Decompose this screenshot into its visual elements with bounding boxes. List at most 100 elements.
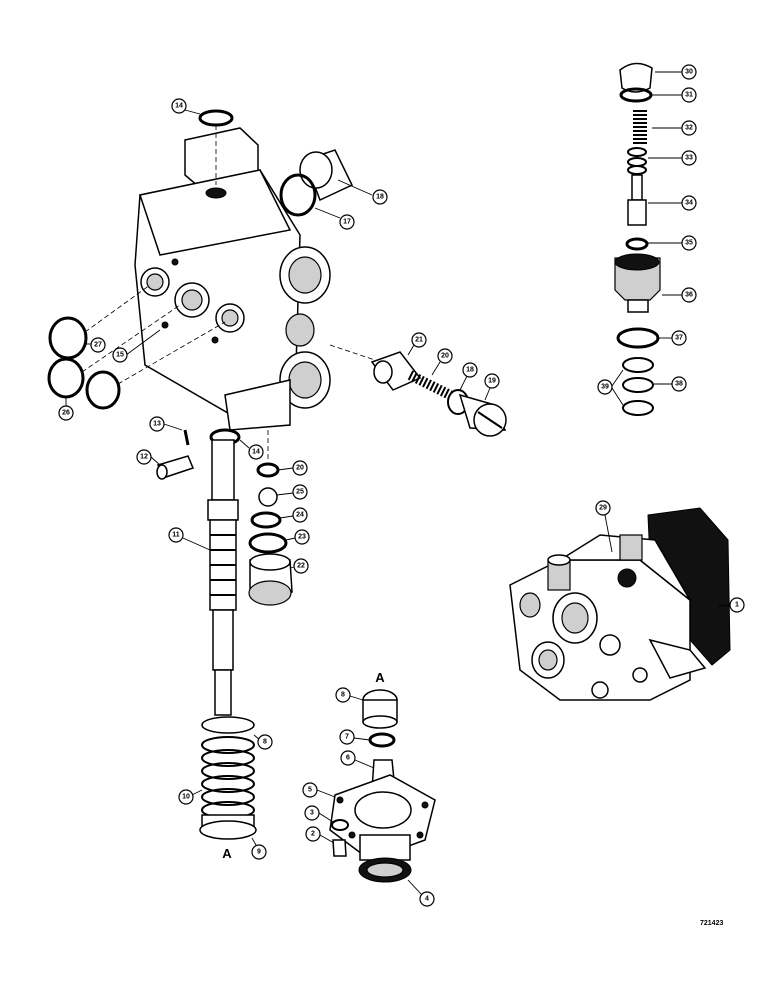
o-ring-left-3 (85, 370, 121, 410)
o-ring-left-1 (48, 316, 88, 360)
assembled-valve-view (509, 507, 731, 701)
callout-circle (168, 527, 184, 543)
callout-circle (681, 87, 697, 103)
callout-label: 38 (675, 381, 683, 388)
callout-label: 24 (296, 512, 304, 519)
callout-circle (178, 789, 194, 805)
callout-label: 23 (298, 534, 306, 541)
callout-circle (90, 337, 106, 353)
callout-label: 15 (116, 352, 124, 359)
plug-16-assembly (279, 149, 354, 217)
callout-label: 7 (345, 734, 349, 741)
callout-circle (484, 373, 500, 389)
callout-circle (136, 449, 152, 465)
callout-label: 37 (675, 335, 683, 342)
callout-label: 3 (310, 810, 314, 817)
callout-circle (681, 150, 697, 166)
callout-circle (58, 405, 74, 421)
callout-label: 39 (601, 384, 609, 391)
callout-circle (340, 750, 356, 766)
callout-circle (292, 507, 308, 523)
callout-label: 13 (153, 421, 161, 428)
callout-circle (372, 189, 388, 205)
callout-label: 33 (685, 155, 693, 162)
callout-group: 14 18 17 27 15 26 21 20 18 (58, 64, 745, 907)
callout-circle (292, 460, 308, 476)
o-ring-14-top (198, 109, 234, 127)
callout-label: 27 (94, 342, 102, 349)
callout-label: 1 (735, 602, 739, 609)
lower-cap-assembly (329, 689, 436, 883)
callout-circle (112, 347, 128, 363)
spool-11 (199, 428, 257, 840)
callout-circle (302, 782, 318, 798)
callout-circle (595, 500, 611, 516)
callout-circle (293, 558, 309, 574)
callout-label: 6 (346, 755, 350, 762)
section-letter-a-lower: A (222, 846, 232, 861)
callout-label: 8 (341, 692, 345, 699)
callout-label: 29 (599, 505, 607, 512)
callout-circle (681, 195, 697, 211)
callout-label: 10 (182, 794, 190, 801)
callout-label: 31 (685, 92, 693, 99)
callout-circle (304, 805, 320, 821)
pin-12 (156, 429, 195, 480)
callout-circle (251, 844, 267, 860)
callout-circle (248, 444, 264, 460)
callout-circle (681, 120, 697, 136)
relief-spring-assembly (329, 344, 507, 437)
callout-circle (257, 734, 273, 750)
callout-circle (149, 416, 165, 432)
callout-circle (681, 287, 697, 303)
callout-label: 34 (685, 200, 693, 207)
callout-circle (681, 235, 697, 251)
callout-circle (292, 484, 308, 500)
callout-label: 18 (466, 367, 474, 374)
callout-circle (462, 362, 478, 378)
callout-circle (294, 529, 310, 545)
callout-label: 17 (343, 219, 351, 226)
callout-label: 18 (376, 194, 384, 201)
section-letter-a-upper: A (375, 670, 385, 685)
callout-circle (335, 687, 351, 703)
valve-body (134, 127, 331, 431)
callout-label: 20 (441, 353, 449, 360)
callout-circle (305, 826, 321, 842)
check-valve-parts (248, 430, 293, 606)
callout-label: 19 (488, 378, 496, 385)
callout-circle (681, 64, 697, 80)
callout-circle (729, 597, 745, 613)
o-ring-left-2 (47, 357, 85, 399)
callout-label: 35 (685, 240, 693, 247)
callout-circle (437, 348, 453, 364)
callout-circle (419, 891, 435, 907)
callout-label: 5 (308, 787, 312, 794)
callout-circle (339, 214, 355, 230)
callout-label: 22 (297, 563, 305, 570)
callout-circle (411, 332, 427, 348)
callout-circle (671, 376, 687, 392)
callout-label: 20 (296, 465, 304, 472)
callout-label: 14 (252, 449, 260, 456)
callout-label: 36 (685, 292, 693, 299)
callout-circle (171, 98, 187, 114)
callout-label: 12 (140, 454, 148, 461)
relief-cartridge (614, 62, 661, 416)
callout-label: 21 (415, 337, 423, 344)
callout-label: 9 (257, 849, 261, 856)
callout-label: 25 (296, 489, 304, 496)
callout-circle (339, 729, 355, 745)
callout-circle (671, 330, 687, 346)
callout-label: 30 (685, 69, 693, 76)
figure-id: 721423 (700, 920, 723, 927)
callout-label: 32 (685, 125, 693, 132)
callout-label: 11 (172, 532, 180, 539)
callout-label: 4 (425, 896, 429, 903)
callout-label: 26 (62, 410, 70, 417)
callout-circle (597, 379, 613, 395)
callout-label: 14 (175, 103, 183, 110)
callout-label: 2 (311, 831, 315, 838)
callout-label: 8 (263, 739, 267, 746)
